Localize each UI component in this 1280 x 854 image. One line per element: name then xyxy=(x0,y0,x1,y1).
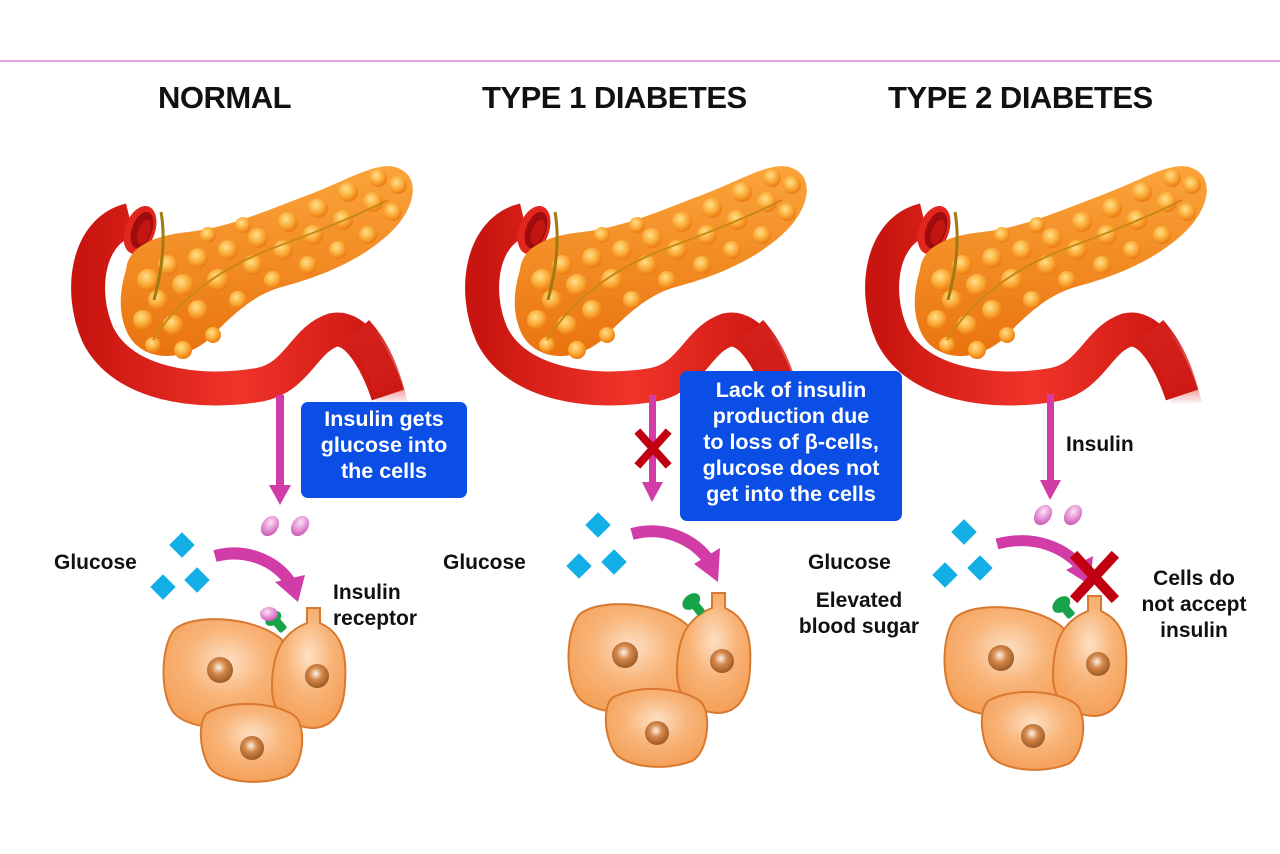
type2-panel xyxy=(882,166,1207,771)
heading-type1-diabetes: TYPE 1 DIABETES xyxy=(482,80,747,115)
callout-line: to loss of β-cells, xyxy=(703,430,879,454)
glucose-molecule-icon xyxy=(967,555,993,581)
blocked-x-icon xyxy=(634,428,672,469)
normal-panel xyxy=(88,166,413,783)
label-line: Insulin xyxy=(333,581,401,604)
insulin-molecule-icon xyxy=(1060,501,1086,529)
curved-uptake-arrow xyxy=(995,535,1087,572)
callout-line: the cells xyxy=(340,459,428,483)
glucose-molecule-icon xyxy=(169,532,195,558)
curved-uptake-arrow xyxy=(213,547,295,586)
glucose-label: Glucose xyxy=(54,551,137,574)
glucose-label: Glucose xyxy=(808,551,891,574)
insulin-molecule-icon xyxy=(287,512,313,540)
label-line: receptor xyxy=(333,607,418,630)
cell-cluster xyxy=(567,592,752,768)
pancreas-illustration xyxy=(88,166,413,405)
pancreas-illustration xyxy=(482,166,807,405)
glucose-molecule-icon xyxy=(601,549,627,575)
curved-uptake-arrow xyxy=(630,525,715,566)
label-line: insulin xyxy=(1160,619,1228,642)
glucose-molecule-icon xyxy=(932,562,958,588)
callout-line: get into the cells xyxy=(706,482,876,506)
insulin-molecule-icon xyxy=(257,512,283,540)
insulin-label: Insulin xyxy=(1066,433,1134,456)
insulin-receptor-icon xyxy=(682,593,705,616)
insulin-down-arrow xyxy=(269,395,291,505)
callout-line: Insulin gets xyxy=(324,407,444,431)
cell-cluster xyxy=(162,607,347,783)
callout-line: Lack of insulin xyxy=(715,378,867,402)
glucose-molecule-icon xyxy=(951,519,977,545)
glucose-molecule-icon xyxy=(184,567,210,593)
bound-insulin-icon xyxy=(260,607,278,621)
glucose-molecule-icon xyxy=(150,574,176,600)
pancreas-illustration xyxy=(882,166,1207,405)
type1-panel xyxy=(482,166,807,768)
glucose-molecule-icon xyxy=(566,553,592,579)
insulin-down-arrow xyxy=(642,395,663,502)
callout-line: production due xyxy=(712,404,870,428)
insulin-down-arrow xyxy=(1040,394,1061,500)
rejected-x-icon xyxy=(1069,550,1120,604)
glucose-molecule-icon xyxy=(585,512,611,538)
label-line: not accept xyxy=(1141,593,1247,616)
glucose-label: Glucose xyxy=(443,551,526,574)
cell-cluster xyxy=(943,595,1128,771)
top-divider-line xyxy=(0,60,1280,62)
label-line: Cells do xyxy=(1153,567,1235,590)
callout-type1: Lack of insulin production due to loss o… xyxy=(680,371,902,521)
insulin-molecule-icon xyxy=(1030,501,1056,529)
callout-line: glucose does not xyxy=(702,456,880,480)
callout-normal: Insulin gets glucose into the cells xyxy=(301,402,467,498)
callout-line: glucose into xyxy=(320,433,448,457)
heading-type2-diabetes: TYPE 2 DIABETES xyxy=(888,80,1153,115)
label-line: Elevated xyxy=(815,589,903,612)
elevated-blood-sugar-label: Elevated blood sugar xyxy=(790,588,928,640)
heading-normal: NORMAL xyxy=(158,80,292,115)
insulin-receptor-icon xyxy=(1052,596,1075,619)
insulin-receptor-label: Insulin receptor xyxy=(333,580,417,632)
label-line: blood sugar xyxy=(798,615,920,638)
cells-do-not-accept-insulin-label: Cells do not accept insulin xyxy=(1128,566,1260,644)
